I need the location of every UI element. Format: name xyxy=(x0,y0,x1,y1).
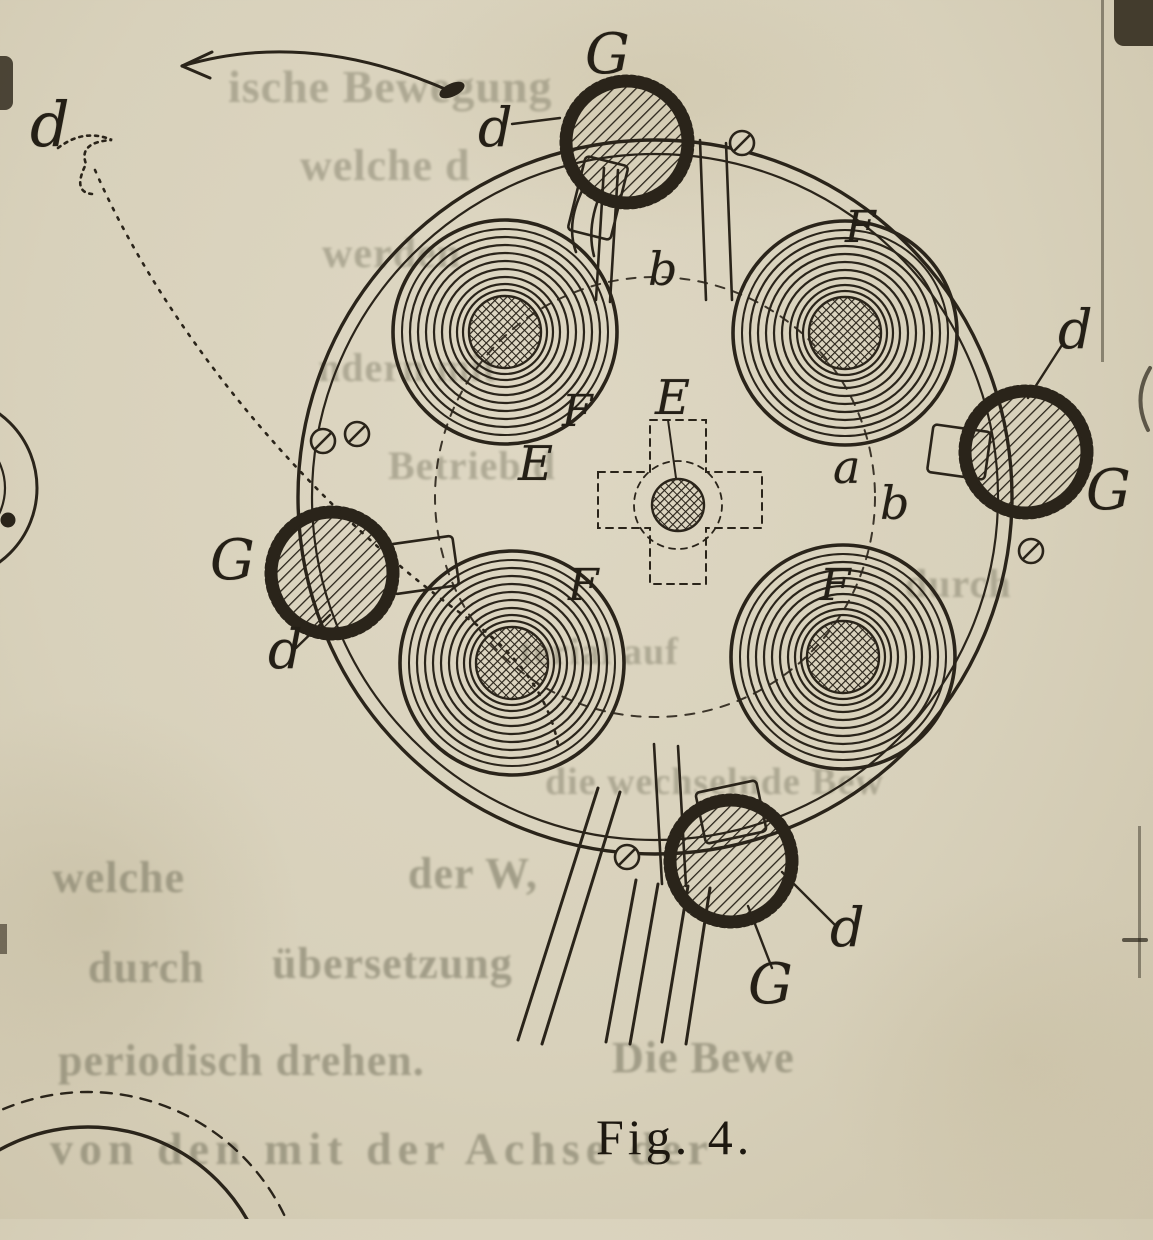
label-g-bottom: G xyxy=(748,952,793,1017)
pitch-dashed-circle xyxy=(434,276,876,718)
label-g-left: G xyxy=(210,528,255,593)
label-d-left: d xyxy=(268,618,303,681)
label-g-top: G xyxy=(585,22,630,87)
edge-ink-mark xyxy=(1114,0,1153,46)
label-f-lower-left: F xyxy=(568,560,599,611)
label-d-top: d xyxy=(478,96,513,159)
gear-left xyxy=(270,511,394,635)
center-shaft xyxy=(597,419,763,585)
label-d-bottom: d xyxy=(830,896,865,959)
label-f-upper-left: F xyxy=(562,386,593,437)
gear-bottom xyxy=(669,799,793,923)
label-a-center: a xyxy=(833,440,861,494)
label-g-right: G xyxy=(1086,458,1131,523)
bottom-left-figure xyxy=(0,1090,288,1219)
label-b-top: b xyxy=(648,242,678,296)
label-e-center-right: E xyxy=(655,370,691,426)
column-rule xyxy=(1101,0,1104,362)
screw xyxy=(728,129,756,157)
label-ticks xyxy=(294,116,1064,970)
gear-top xyxy=(565,80,689,204)
dotted-guide-curve xyxy=(56,134,560,747)
label-d-right: d xyxy=(1058,298,1093,361)
left-cutoff-figure xyxy=(0,412,39,564)
screw xyxy=(309,427,337,455)
edge-ink-mark xyxy=(0,924,7,954)
label-f-lower-right: F xyxy=(820,560,851,611)
gear-right xyxy=(964,390,1088,514)
right-margin-marks xyxy=(1122,366,1152,942)
coil-upper-right xyxy=(731,219,959,447)
motion-arrow xyxy=(180,50,465,99)
figure-caption: Fig. 4. xyxy=(596,1109,754,1165)
screw xyxy=(613,843,641,871)
label-d-far-top-left: d xyxy=(30,88,70,161)
label-f-upper-right: F xyxy=(845,202,876,253)
dashed-cross xyxy=(597,419,763,585)
screw xyxy=(1017,537,1045,565)
screw xyxy=(343,420,371,448)
label-e-center-left: E xyxy=(518,436,554,492)
edge-ink-mark xyxy=(0,56,13,110)
column-rule xyxy=(1138,826,1141,978)
label-b-right: b xyxy=(880,476,910,530)
